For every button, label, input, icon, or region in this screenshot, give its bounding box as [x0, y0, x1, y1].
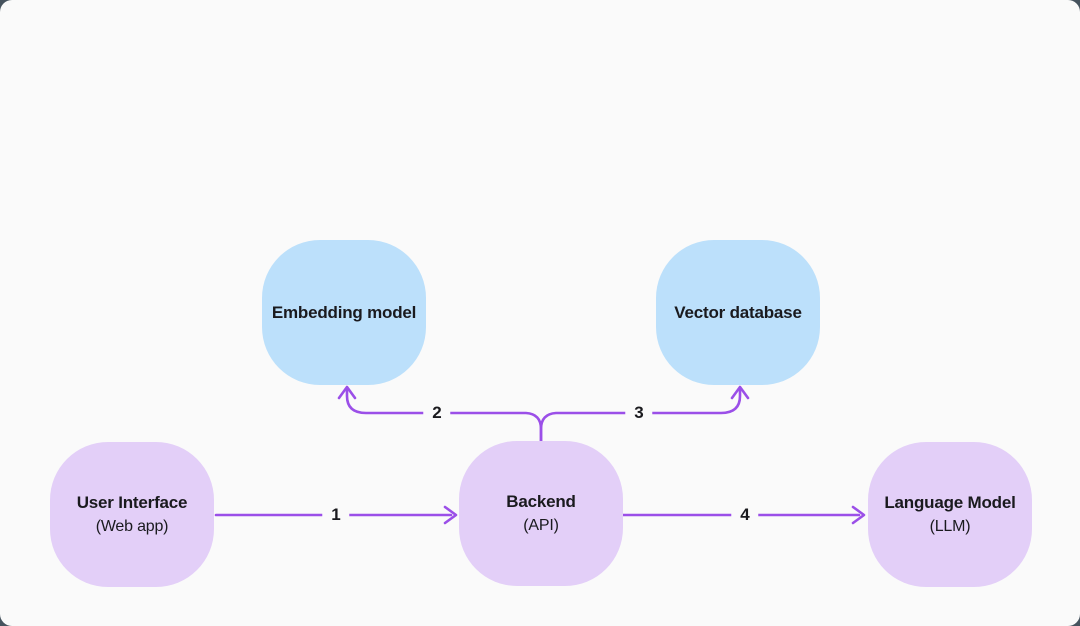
edge-3-label: 3: [625, 402, 653, 424]
edge-1-arrowhead-icon: [443, 505, 458, 525]
edge-2-label: 2: [423, 402, 451, 424]
node-user-interface: User Interface (Web app): [50, 442, 214, 587]
edge-4-arrowhead-icon: [851, 505, 866, 525]
edge-4-label: 4: [731, 504, 759, 526]
node-vector-database-label: Vector database: [674, 303, 802, 322]
node-language-model-sublabel: (LLM): [929, 518, 971, 535]
node-embedding-model: Embedding model: [262, 240, 426, 385]
edge-1-label: 1: [322, 504, 350, 526]
edge-3-arrowhead-icon: [730, 385, 750, 400]
node-vector-database: Vector database: [656, 240, 820, 385]
node-backend: Backend (API): [459, 441, 623, 586]
node-language-model-label: Language Model: [884, 493, 1016, 512]
node-backend-sublabel: (API): [523, 517, 559, 534]
edge-2-arrowhead-icon: [337, 385, 357, 400]
node-backend-label: Backend: [506, 492, 576, 511]
node-user-interface-label: User Interface: [76, 493, 188, 512]
node-embedding-model-label: Embedding model: [271, 303, 417, 322]
node-user-interface-sublabel: (Web app): [95, 518, 169, 535]
node-language-model: Language Model (LLM): [868, 442, 1032, 587]
